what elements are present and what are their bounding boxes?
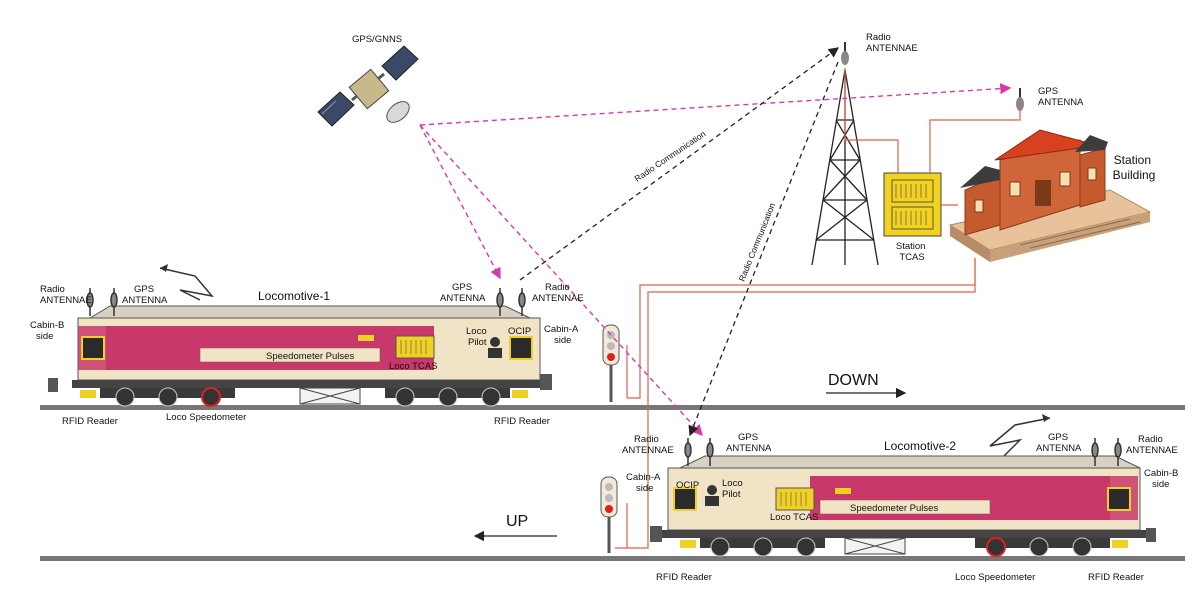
loco1-speedometer-label: Loco Speedometer [166,412,246,423]
satellite-icon [317,45,419,127]
radio-links [519,47,840,437]
signal-post-up-icon [600,476,618,553]
wiring [615,68,1021,549]
loco1-rfid-left-label: RFID Reader [62,416,118,427]
signal-post-down-icon [602,324,620,402]
loco2-speedometer-pulses-label: Speedometer Pulses [850,503,938,514]
station-gps-antenna-icon [1016,88,1024,111]
station-tcas-label: Station TCAS [896,241,928,263]
loco2-speedometer-label: Loco Speedometer [955,572,1035,583]
loco1-tcas-label: Loco TCAS [389,361,437,372]
track-down [40,405,1185,410]
loco1-speedometer-pulses-label: Speedometer Pulses [266,351,354,362]
gps-links [419,83,1012,437]
loco2-ocip-label: OCIP [676,480,699,491]
radio-comm-label-1: Radio Communication [633,128,708,183]
loco2-title: Locomotive-2 [884,439,956,453]
direction-down-label: DOWN [828,372,879,389]
radio-comm-label-2: Radio Communication [737,201,778,283]
locomotive-1 [48,264,552,407]
radio-tower-icon [811,69,879,266]
tracks [40,405,1185,561]
station-tcas-box [883,172,942,237]
locomotive-2 [650,414,1156,557]
station-building-label: Station Building [1113,153,1156,182]
loco1-ocip-label: OCIP [508,326,531,337]
tower-antenna-icon [841,42,849,65]
loco2-tcas-label: Loco TCAS [770,512,818,523]
loco1-title: Locomotive-1 [258,289,330,303]
tower-antenna-label: Radio ANTENNAE [866,32,918,54]
loco2-rfid-left-label: RFID Reader [656,572,712,583]
satellite-label: GPS/GNNS [352,34,402,45]
station-gps-antenna-label: GPS ANTENNA [1038,86,1084,108]
loco2-rfid-right-label: RFID Reader [1088,572,1144,583]
direction-up-label: UP [506,513,528,530]
track-up [40,556,1185,561]
loco1-rfid-right-label: RFID Reader [494,416,550,427]
station-building-icon [948,129,1152,262]
